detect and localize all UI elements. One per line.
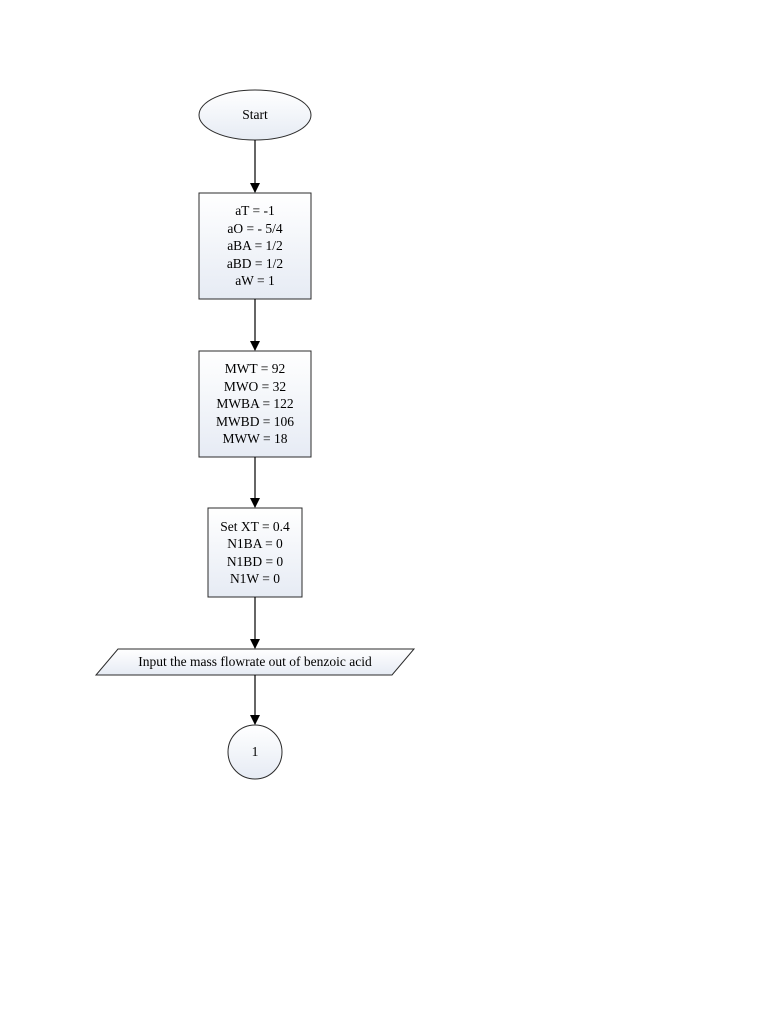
molecular-weight-MWBD: MWBD = 106 <box>215 413 295 429</box>
molecular-weight-MWW: MWW = 18 <box>222 431 288 447</box>
start-label-box: Start <box>199 90 311 140</box>
coefficient-aO: aO = - 5/4 <box>227 220 283 236</box>
molecular-weights-process-box <box>198 350 312 458</box>
input-step-text: Input the mass flowrate out of benzoic a… <box>96 649 414 675</box>
initial-value-N1BA: N1BA = 0 <box>227 536 283 551</box>
connector-label: 1 <box>251 744 259 760</box>
connector-text: 1 <box>228 725 282 779</box>
coefficient-aT: aT = -1 <box>235 203 275 219</box>
initial-values-process-box <box>207 507 303 598</box>
coefficient-aBA: aBA = 1/2 <box>227 238 283 254</box>
input-step-label: Input the mass flowrate out of benzoic a… <box>138 654 372 670</box>
off-page-connector <box>227 724 283 780</box>
coefficients-text: aT = -1 aO = - 5/4 aBA = 1/2 aBD = 1/2 a… <box>199 193 311 299</box>
initial-value-N1W: N1W = 0 <box>229 571 281 586</box>
initial-values-text: Set XT = 0.4 N1BA = 0 N1BD = 0 N1W = 0 <box>208 508 302 597</box>
molecular-weight-MWBA: MWBA = 122 <box>216 396 294 412</box>
initial-value-N1BD: N1BD = 0 <box>226 553 284 569</box>
input-parallelogram <box>94 648 416 676</box>
molecular-weights-text: MWT = 92 MWO = 32 MWBA = 122 MWBD = 106 … <box>199 351 311 457</box>
coefficient-aBD: aBD = 1/2 <box>226 255 284 271</box>
coefficient-aW: aW = 1 <box>235 273 275 289</box>
molecular-weight-MWO: MWO = 32 <box>223 378 287 394</box>
molecular-weight-MWT: MWT = 92 <box>224 361 286 377</box>
initial-value-XT: Set XT = 0.4 <box>220 518 290 534</box>
start-label: Start <box>242 107 268 123</box>
coefficients-process-box <box>198 192 312 300</box>
